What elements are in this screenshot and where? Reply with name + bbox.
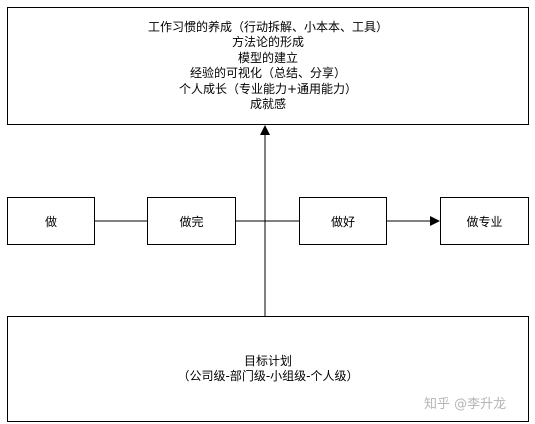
outcome-model: 模型的建立 xyxy=(237,50,298,65)
outcome-habit: 工作习惯的养成（行动拆解、小本本、工具） xyxy=(147,19,388,34)
outcome-achievement: 成就感 xyxy=(249,97,286,111)
step-professional: 做专业 xyxy=(440,197,529,245)
outcome-methodology: 方法论的形成 xyxy=(231,35,304,49)
step-do-well: 做好 xyxy=(299,197,387,245)
step-done: 做完 xyxy=(147,197,236,245)
outcome-experience: 经验的可视化（总结、分享） xyxy=(189,66,346,80)
step-do: 做 xyxy=(7,197,95,245)
goal-plan-levels: （公司级-部门级-小组级-个人级） xyxy=(177,369,359,383)
goal-plan-title: 目标计划 xyxy=(243,353,292,368)
outcome-growth: 个人成长（专业能力+通用能力） xyxy=(178,81,358,96)
watermark: 知乎 @李升龙 xyxy=(424,397,507,412)
goal-plan-box: 目标计划 （公司级-部门级-小组级-个人级） xyxy=(7,316,529,422)
outcomes-box: 工作习惯的养成（行动拆解、小本本、工具） 方法论的形成 模型的建立 经验的可视化… xyxy=(7,7,529,125)
